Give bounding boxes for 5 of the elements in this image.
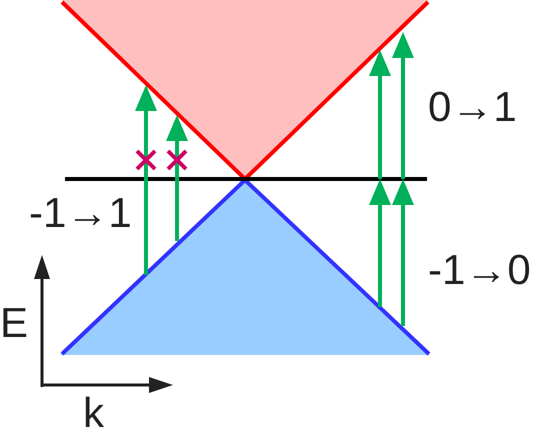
- transition-label: -1→1: [29, 192, 132, 234]
- axis-label: E: [0, 302, 28, 344]
- transition-label: -1→0: [428, 249, 531, 291]
- transition-label: 0→1: [428, 86, 517, 128]
- axis-label: k: [83, 392, 104, 431]
